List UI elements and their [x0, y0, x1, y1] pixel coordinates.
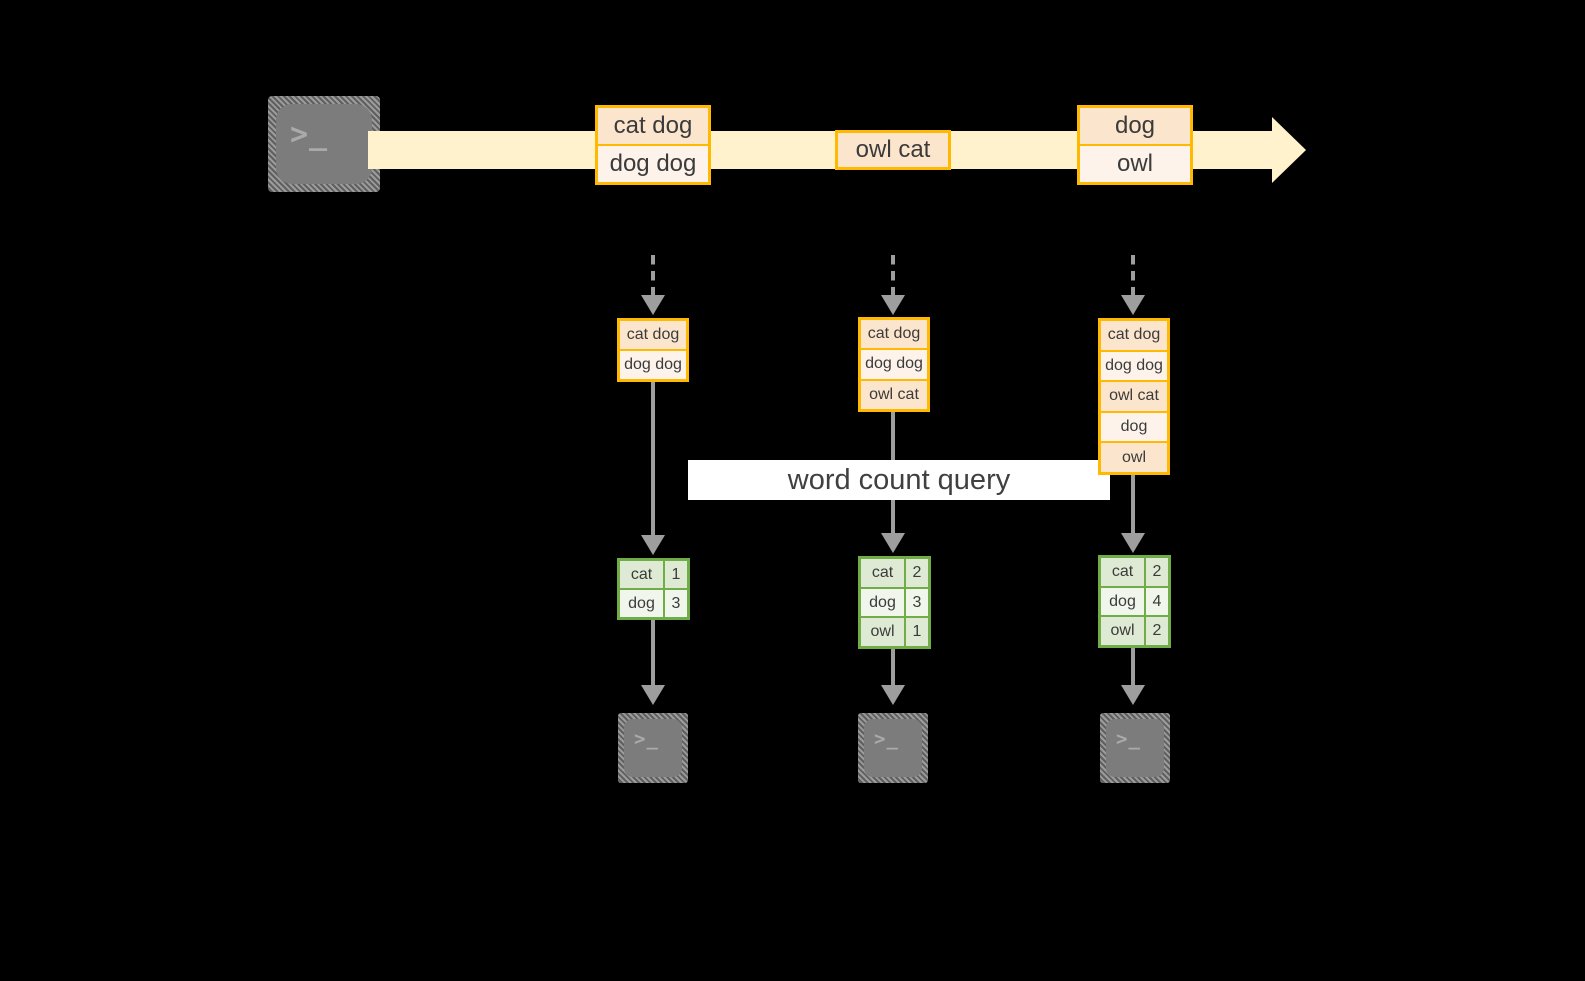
result-row: dog 3	[861, 588, 928, 619]
snapshot-2-result-table: cat 2 dog 3 owl 1	[858, 556, 931, 649]
result-word: owl	[1101, 617, 1146, 646]
snapshot-1-output-arrowhead	[641, 685, 665, 705]
result-row: dog 4	[1101, 587, 1168, 618]
result-word: cat	[1101, 558, 1146, 586]
state-line: dog dog	[861, 350, 927, 381]
terminal-prompt-glyph: >_	[290, 117, 329, 152]
terminal-prompt-glyph: >_	[1116, 728, 1141, 750]
snapshot-3-output-arrowhead	[1121, 685, 1145, 705]
state-line: cat dog	[1101, 321, 1167, 352]
result-count: 3	[906, 588, 928, 617]
snapshot-3-sink-terminal-icon: >_	[1100, 713, 1170, 783]
terminal-screen: >_	[1106, 719, 1164, 777]
batch-line: dog	[1080, 108, 1190, 146]
snapshot-3-ingest-line	[1131, 255, 1135, 297]
word-count-query-banner: word count query	[688, 460, 1110, 500]
state-line: dog	[1101, 412, 1167, 444]
result-row: cat 1	[620, 561, 687, 590]
stream-batch-1: cat dog dog dog	[595, 105, 711, 185]
terminal-prompt-glyph: >_	[634, 728, 659, 750]
result-word: dog	[861, 588, 906, 617]
terminal-screen: >_	[624, 719, 682, 777]
state-line: cat dog	[861, 320, 927, 351]
batch-line: owl	[1080, 146, 1190, 182]
snapshot-3-query-arrowhead	[1121, 533, 1145, 553]
snapshot-1-result-table: cat 1 dog 3	[617, 558, 690, 620]
state-line: dog dog	[1101, 351, 1167, 383]
result-row: owl 2	[1101, 617, 1168, 646]
result-row: dog 3	[620, 590, 687, 617]
snapshot-1-ingest-arrowhead	[641, 295, 665, 315]
snapshot-2-query-arrowhead	[881, 533, 905, 553]
terminal-screen: >_	[276, 104, 372, 184]
result-count: 2	[1146, 617, 1168, 646]
snapshot-1-query-line	[651, 382, 655, 537]
terminal-screen: >_	[864, 719, 922, 777]
result-word: cat	[620, 561, 665, 588]
result-row: owl 1	[861, 618, 928, 647]
batch-line: owl cat	[838, 133, 948, 167]
result-word: dog	[620, 590, 665, 617]
snapshot-3-output-line	[1131, 648, 1135, 687]
result-word: cat	[861, 559, 906, 587]
batch-line: cat dog	[598, 108, 708, 146]
result-count: 2	[906, 559, 928, 587]
state-line: owl cat	[861, 380, 927, 409]
state-line: dog dog	[620, 351, 686, 379]
snapshot-2-ingest-line	[891, 255, 895, 297]
result-count: 3	[665, 590, 687, 617]
result-count: 2	[1146, 558, 1168, 586]
result-count: 1	[665, 561, 687, 588]
stream-batch-2: owl cat	[835, 130, 951, 170]
terminal-prompt-glyph: >_	[874, 728, 899, 750]
result-row: cat 2	[1101, 558, 1168, 588]
snapshot-2-sink-terminal-icon: >_	[858, 713, 928, 783]
result-count: 1	[906, 618, 928, 647]
snapshot-1-query-arrowhead	[641, 535, 665, 555]
snapshot-1-output-line	[651, 620, 655, 687]
snapshot-3-query-line	[1131, 475, 1135, 535]
snapshot-3-state-box: cat dog dog dog owl cat dog owl	[1098, 318, 1170, 475]
result-count: 4	[1146, 587, 1168, 616]
stream-batch-3: dog owl	[1077, 105, 1193, 185]
word-count-query-label: word count query	[787, 463, 1011, 496]
snapshot-3-result-table: cat 2 dog 4 owl 2	[1098, 555, 1171, 648]
snapshot-2-output-line	[891, 649, 895, 687]
event-stream-arrowhead	[1272, 117, 1306, 183]
source-terminal-icon: >_	[268, 96, 380, 192]
state-line: cat dog	[620, 321, 686, 351]
snapshot-2-ingest-arrowhead	[881, 295, 905, 315]
snapshot-1-ingest-line	[651, 255, 655, 297]
snapshot-1-state-box: cat dog dog dog	[617, 318, 689, 382]
result-word: dog	[1101, 587, 1146, 616]
state-line: owl	[1101, 443, 1167, 472]
snapshot-1-sink-terminal-icon: >_	[618, 713, 688, 783]
snapshot-2-output-arrowhead	[881, 685, 905, 705]
result-row: cat 2	[861, 559, 928, 589]
snapshot-2-state-box: cat dog dog dog owl cat	[858, 317, 930, 412]
snapshot-3-ingest-arrowhead	[1121, 295, 1145, 315]
state-line: owl cat	[1101, 382, 1167, 413]
result-word: owl	[861, 618, 906, 647]
batch-line: dog dog	[598, 146, 708, 182]
